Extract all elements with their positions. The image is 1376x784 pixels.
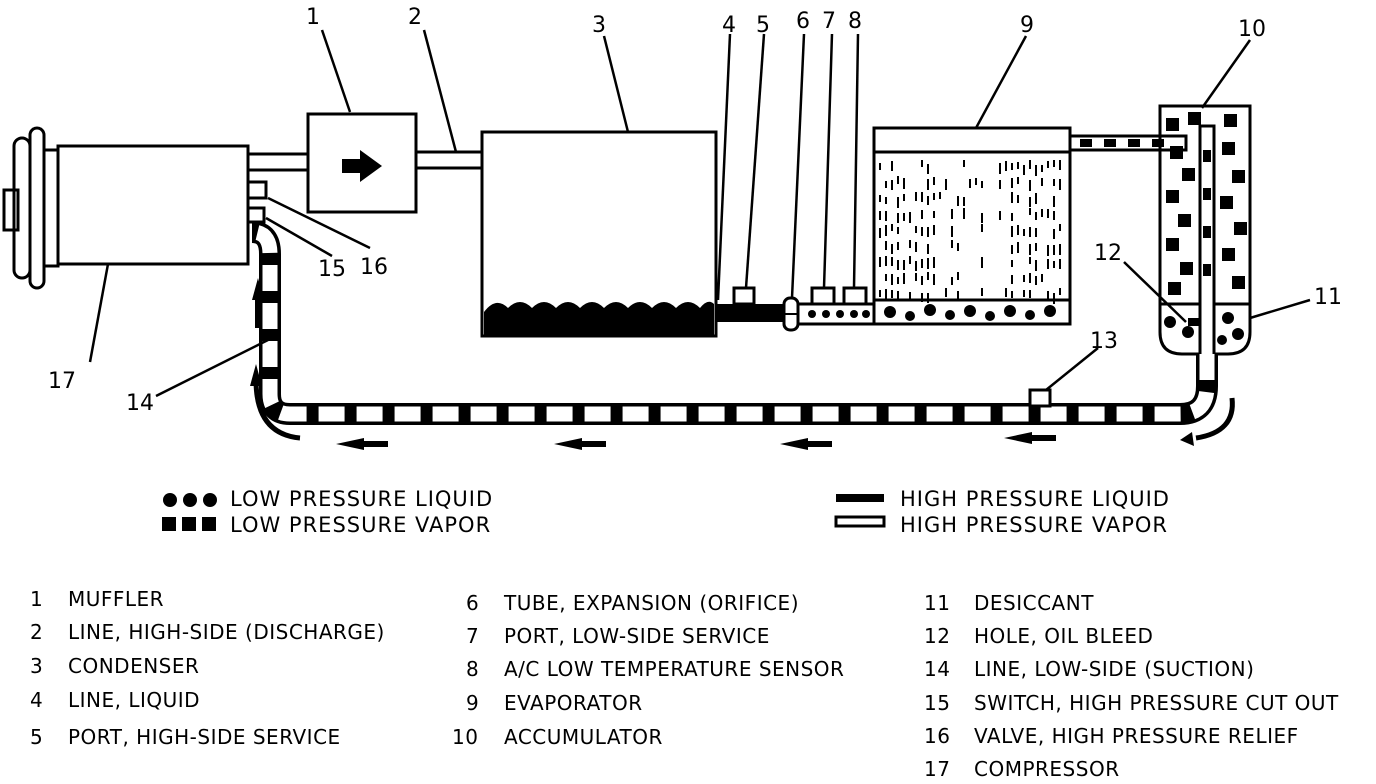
legend-low-vapor: LOW PRESSURE VAPOR [230, 513, 492, 537]
callout-11: 11 [1314, 285, 1342, 310]
callout-numbers: 1 2 3 4 5 6 7 8 9 10 11 12 13 14 15 16 1… [48, 5, 1342, 416]
callout-15: 15 [318, 257, 346, 282]
leader-lines [88, 29, 1311, 398]
low-temp-sensor [842, 286, 868, 306]
muffler [306, 112, 418, 214]
cutout-switch [246, 206, 266, 224]
callout-14: 14 [126, 391, 154, 416]
relief-valve [246, 180, 268, 200]
legend-low-liquid: LOW PRESSURE LIQUID [230, 487, 494, 511]
callout-13: 13 [1090, 329, 1118, 354]
callout-5: 5 [756, 13, 770, 38]
callout-1: 1 [306, 5, 320, 30]
callout-8: 8 [848, 9, 862, 34]
callout-7: 7 [822, 9, 836, 34]
callout-9: 9 [1020, 13, 1034, 38]
legend-symbol-low-vapor [162, 517, 216, 531]
callout-16: 16 [360, 255, 388, 280]
legend-high-vapor: HIGH PRESSURE VAPOR [900, 513, 1168, 537]
legend-symbol-high-vapor [834, 515, 886, 528]
legend-symbol-high-liquid [836, 494, 884, 502]
compressor [2, 126, 268, 290]
flow-arrows [250, 278, 1056, 450]
low-side-service-port [810, 286, 836, 306]
callout-4: 4 [722, 13, 736, 38]
legend-high-liquid: HIGH PRESSURE LIQUID [900, 487, 1170, 511]
liquid-line [716, 286, 784, 322]
callout-12: 12 [1094, 241, 1122, 266]
expansion-tube [782, 296, 800, 332]
evap-outlet-line [1068, 134, 1188, 152]
callout-6: 6 [796, 9, 810, 34]
oil-bleed-hole [1188, 318, 1200, 326]
callout-17: 17 [48, 369, 76, 394]
suction-port [1028, 388, 1052, 408]
low-side-line-evaporator-inlet [796, 286, 876, 326]
curved-flow-arrows [253, 379, 1235, 441]
suction-line [251, 221, 1218, 425]
callout-10: 10 [1238, 17, 1266, 42]
callout-3: 3 [592, 13, 606, 38]
callout-2: 2 [408, 5, 422, 30]
evaporator [872, 126, 1072, 326]
discharge-line-compressor [248, 152, 308, 172]
accumulator [1158, 104, 1252, 358]
high-side-service-port [732, 286, 756, 306]
high-side-line [416, 150, 482, 170]
legend-symbol-low-liquid [163, 493, 217, 507]
condenser [480, 130, 718, 338]
